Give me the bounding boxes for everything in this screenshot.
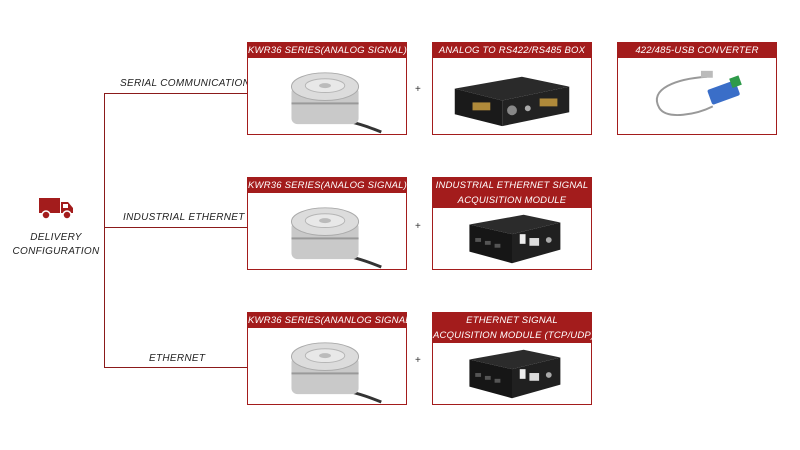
- product-box-sensor-industrial: KWR36 SERIES(ANALOG SIGNAL): [247, 177, 407, 270]
- product-title: ANALOG TO RS422/RS485 BOX: [433, 43, 591, 58]
- product-title: INDUSTRIAL ETHERNET SIGNAL ACQUISITION M…: [433, 178, 591, 208]
- branch-label-ethernet: ETHERNET: [149, 353, 206, 364]
- product-box-sensor-serial: KWR36 SERIES(ANALOG SIGNAL): [247, 42, 407, 135]
- product-title: KWR36 SERIES(ANANLOG SIGNAL): [248, 313, 415, 328]
- product-title: KWR36 SERIES(ANALOG SIGNAL): [248, 178, 408, 193]
- force-sensor-image: [248, 194, 406, 269]
- force-sensor-image: [248, 329, 406, 404]
- product-title-line1: INDUSTRIAL ETHERNET SIGNAL: [435, 180, 589, 191]
- branch-line-industrial: [104, 227, 247, 228]
- product-title: KWR36 SERIES(ANALOG SIGNAL): [248, 43, 408, 58]
- product-box-usb-converter: 422/485-USB CONVERTER: [617, 42, 777, 135]
- root-label-line2: CONFIGURATION: [12, 246, 100, 257]
- plus-sign: +: [415, 355, 421, 366]
- truck-icon: [38, 195, 74, 221]
- branch-label-serial: SERIAL COMMUNICATION: [120, 78, 251, 89]
- branch-line-serial: [104, 93, 247, 94]
- product-title-line1: ETHERNET SIGNAL: [466, 315, 558, 326]
- root-label-line1: DELIVERY: [30, 232, 82, 243]
- force-sensor-image: [248, 59, 406, 134]
- product-box-industrial-module: INDUSTRIAL ETHERNET SIGNAL ACQUISITION M…: [432, 177, 592, 270]
- product-box-sensor-ethernet: KWR36 SERIES(ANANLOG SIGNAL): [247, 312, 415, 405]
- root-label: DELIVERY CONFIGURATION: [8, 231, 104, 259]
- plus-sign: +: [415, 221, 421, 232]
- product-title-line2: ACQUISITION MODULE: [457, 195, 567, 206]
- product-title-line2: ACQUISITION MODULE (TCP/UDP): [433, 330, 595, 341]
- branch-line-ethernet: [104, 367, 247, 368]
- branch-label-industrial: INDUSTRIAL ETHERNET: [123, 212, 245, 223]
- plus-sign: +: [415, 84, 421, 95]
- tree-trunk-line: [104, 93, 105, 368]
- product-title: 422/485-USB CONVERTER: [618, 43, 776, 58]
- product-title: ETHERNET SIGNAL ACQUISITION MODULE (TCP/…: [433, 313, 595, 343]
- acquisition-module-image: [433, 209, 591, 269]
- product-box-ethernet-module: ETHERNET SIGNAL ACQUISITION MODULE (TCP/…: [432, 312, 595, 405]
- acquisition-module-image: [433, 344, 591, 404]
- usb-converter-image: [618, 59, 776, 134]
- product-box-converter: ANALOG TO RS422/RS485 BOX: [432, 42, 592, 135]
- converter-box-image: [433, 59, 591, 134]
